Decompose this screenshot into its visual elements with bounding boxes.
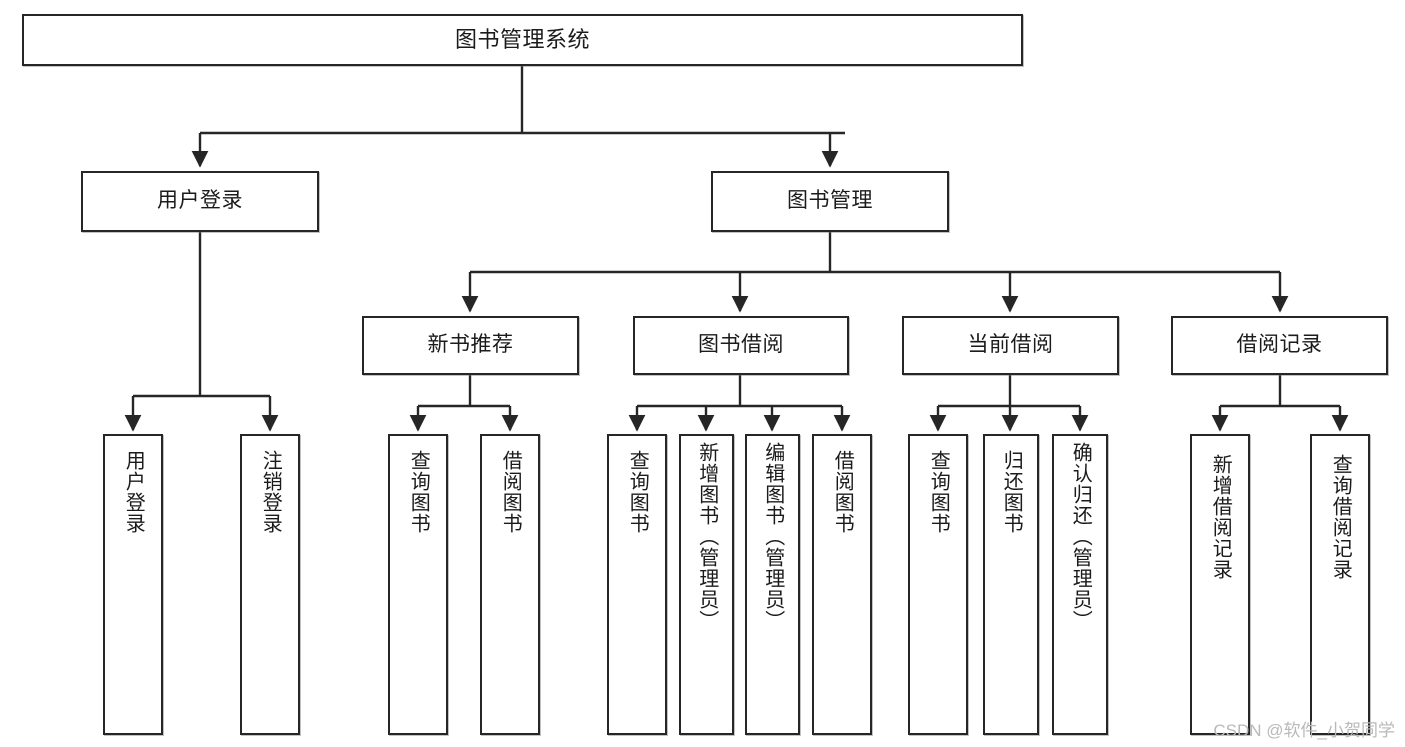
node-book-borrow[interactable]: 图书借阅 <box>633 316 849 375</box>
node-root-label: 图书管理系统 <box>454 27 590 53</box>
node-book-manage[interactable]: 图书管理 <box>711 171 949 232</box>
node-leaf-return-book-label: 归还图书 <box>1000 450 1023 534</box>
node-new-book-recommend-label: 新书推荐 <box>427 333 514 357</box>
node-leaf-borrow-book-2-label: 借阅图书 <box>831 450 854 534</box>
node-book-borrow-label: 图书借阅 <box>698 333 784 357</box>
node-leaf-borrow-book-1[interactable]: 借阅图书 <box>480 434 540 735</box>
node-borrow-record[interactable]: 借阅记录 <box>1171 316 1388 375</box>
node-leaf-edit-book-label: 编辑图书（管理员） <box>761 442 784 631</box>
node-leaf-query-book-1-label: 查询图书 <box>407 450 430 534</box>
node-leaf-query-book-3-label: 查询图书 <box>927 450 950 534</box>
node-leaf-user-login-label: 用户登录 <box>122 450 145 534</box>
node-leaf-add-book-label: 新增图书（管理员） <box>695 442 718 631</box>
node-user-login-label: 用户登录 <box>157 189 243 213</box>
node-leaf-return-book[interactable]: 归还图书 <box>983 434 1039 735</box>
node-current-borrow-label: 当前借阅 <box>967 333 1054 357</box>
node-book-manage-label: 图书管理 <box>787 189 873 213</box>
node-leaf-query-borrow-record[interactable]: 查询借阅记录 <box>1310 434 1370 735</box>
node-leaf-add-borrow-record-label: 新增借阅记录 <box>1209 454 1232 580</box>
node-borrow-record-label: 借阅记录 <box>1236 333 1323 357</box>
node-leaf-logout-login-label: 注销登录 <box>259 450 282 534</box>
node-user-login[interactable]: 用户登录 <box>81 171 319 232</box>
node-leaf-edit-book[interactable]: 编辑图书（管理员） <box>745 434 800 735</box>
node-leaf-add-borrow-record[interactable]: 新增借阅记录 <box>1190 434 1250 735</box>
node-leaf-query-book-2[interactable]: 查询图书 <box>607 434 667 735</box>
node-leaf-add-book[interactable]: 新增图书（管理员） <box>679 434 734 735</box>
node-new-book-recommend[interactable]: 新书推荐 <box>362 316 579 375</box>
node-root[interactable]: 图书管理系统 <box>22 14 1023 66</box>
node-current-borrow[interactable]: 当前借阅 <box>902 316 1119 375</box>
node-leaf-borrow-book-1-label: 借阅图书 <box>499 450 522 534</box>
node-leaf-query-book-1[interactable]: 查询图书 <box>388 434 448 735</box>
node-leaf-query-book-3[interactable]: 查询图书 <box>908 434 968 735</box>
node-leaf-logout-login[interactable]: 注销登录 <box>240 434 300 735</box>
node-leaf-confirm-return-label: 确认归还（管理员） <box>1069 442 1092 631</box>
node-leaf-confirm-return[interactable]: 确认归还（管理员） <box>1052 434 1108 735</box>
node-leaf-user-login[interactable]: 用户登录 <box>103 434 163 735</box>
node-leaf-query-book-2-label: 查询图书 <box>626 450 649 534</box>
node-leaf-borrow-book-2[interactable]: 借阅图书 <box>812 434 872 735</box>
csdn-watermark: CSDN @软件_小贺同学 <box>1213 721 1395 740</box>
node-leaf-query-borrow-record-label: 查询借阅记录 <box>1329 454 1352 580</box>
